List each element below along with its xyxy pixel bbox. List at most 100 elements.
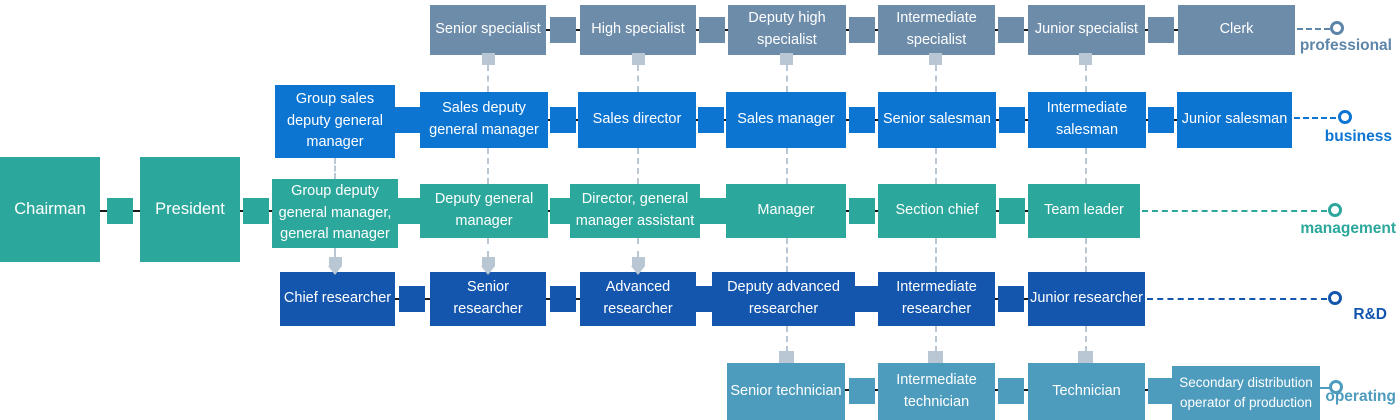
row-connector-square <box>998 286 1024 312</box>
inter-row-link <box>487 65 489 92</box>
row-connector-square <box>849 107 875 133</box>
link-cap-square <box>482 257 495 266</box>
link-cap-square <box>929 53 942 65</box>
role-box-senior-specialist: Senior specialist <box>430 5 546 55</box>
row-connector-square <box>853 286 879 312</box>
inter-row-link <box>1085 326 1087 352</box>
role-box-senior-technician: Senior technician <box>727 363 845 420</box>
link-cap-square <box>780 53 793 65</box>
inter-row-link <box>334 158 336 179</box>
role-box-intermediate-salesman: Intermediate salesman <box>1028 92 1146 148</box>
inter-row-link <box>334 248 336 257</box>
track-terminator-line <box>1297 28 1330 30</box>
row-connector-square <box>1148 107 1174 133</box>
role-box-chairman: Chairman <box>0 157 100 262</box>
link-cap-square <box>928 351 943 363</box>
inter-row-link <box>786 148 788 184</box>
link-cap-square <box>482 53 495 65</box>
track-terminator-circle <box>1330 21 1344 35</box>
inter-row-link <box>935 238 937 272</box>
track-terminator-line <box>1320 387 1332 389</box>
role-box-group-sales-deputy-gm: Group sales deputy general manager <box>275 85 395 158</box>
row-connector-square <box>849 378 875 404</box>
row-connector-square <box>1148 17 1174 43</box>
track-label-operating: operating <box>1325 388 1396 405</box>
inter-row-link <box>786 238 788 272</box>
role-box-high-specialist: High specialist <box>580 5 696 55</box>
inter-row-link <box>487 238 489 257</box>
role-box-secondary-distribution-operator: Secondary distribution operator of produ… <box>1172 366 1320 420</box>
row-connector-square <box>1148 378 1174 404</box>
role-box-manager: Manager <box>726 184 846 238</box>
row-connector-square <box>999 198 1025 224</box>
link-arrow-down <box>328 266 342 275</box>
role-box-junior-salesman: Junior salesman <box>1177 92 1292 148</box>
inter-row-link <box>487 148 489 184</box>
role-box-director-gm-assistant: Director, general manager assistant <box>570 184 700 238</box>
role-box-sales-deputy-gm: Sales deputy general manager <box>420 92 548 148</box>
row-connector-square <box>243 198 269 224</box>
track-label-rnd: R&D <box>1353 306 1387 323</box>
track-terminator-line <box>1147 298 1327 300</box>
track-terminator-circle <box>1328 203 1342 217</box>
role-box-intermediate-technician: Intermediate technician <box>878 363 995 420</box>
role-box-advanced-researcher: Advanced researcher <box>580 272 696 326</box>
track-terminator-circle <box>1328 291 1342 305</box>
row-connector-square <box>699 17 725 43</box>
row-connector-square <box>849 17 875 43</box>
track-label-management: management <box>1300 220 1396 237</box>
track-terminator-line <box>1142 210 1327 212</box>
row-connector-square <box>700 198 726 224</box>
track-label-professional: professional <box>1299 37 1392 54</box>
row-connector-square <box>107 198 133 224</box>
row-connector-square <box>999 107 1025 133</box>
link-arrow-down <box>631 266 645 275</box>
row-connector-square <box>550 17 576 43</box>
role-box-technician: Technician <box>1028 363 1145 420</box>
inter-row-link <box>1085 65 1087 92</box>
row-connector-square <box>396 198 422 224</box>
role-box-clerk: Clerk <box>1178 5 1295 55</box>
row-connector-square <box>998 378 1024 404</box>
role-box-intermediate-specialist: Intermediate specialist <box>878 5 995 55</box>
role-box-intermediate-researcher: Intermediate researcher <box>878 272 995 326</box>
role-box-senior-researcher: Senior researcher <box>430 272 546 326</box>
row-connector-square <box>399 286 425 312</box>
role-box-junior-specialist: Junior specialist <box>1028 5 1145 55</box>
track-terminator-line <box>1294 117 1336 119</box>
inter-row-link <box>935 326 937 352</box>
role-box-sales-director: Sales director <box>578 92 696 148</box>
link-cap-square <box>1079 53 1092 65</box>
role-box-junior-researcher: Junior researcher <box>1028 272 1145 326</box>
row-connector-square <box>550 107 576 133</box>
inter-row-link <box>935 148 937 184</box>
row-connector-square <box>394 107 420 133</box>
link-cap-square <box>779 351 794 363</box>
track-terminator-circle <box>1338 110 1352 124</box>
inter-row-link <box>637 148 639 184</box>
link-arrow-down <box>481 266 495 275</box>
role-box-section-chief: Section chief <box>878 184 996 238</box>
inter-row-link <box>1085 148 1087 184</box>
inter-row-link <box>786 326 788 352</box>
role-box-president: President <box>140 157 240 262</box>
role-box-deputy-high-specialist: Deputy high specialist <box>728 5 846 55</box>
link-cap-square <box>632 53 645 65</box>
inter-row-link <box>637 65 639 92</box>
row-connector-square <box>849 198 875 224</box>
track-label-business: business <box>1324 128 1392 145</box>
row-connector-square <box>698 107 724 133</box>
inter-row-link <box>786 65 788 92</box>
role-box-senior-salesman: Senior salesman <box>878 92 996 148</box>
row-connector-square <box>998 17 1024 43</box>
link-cap-square <box>329 257 342 266</box>
inter-row-link <box>1085 238 1087 272</box>
track-terminator-circle <box>1329 380 1343 394</box>
role-box-deputy-general-manager: Deputy general manager <box>420 184 548 238</box>
role-box-deputy-advanced-researcher: Deputy advanced researcher <box>712 272 855 326</box>
role-box-sales-manager: Sales manager <box>726 92 846 148</box>
inter-row-link <box>637 238 639 257</box>
inter-row-link <box>935 65 937 92</box>
link-cap-square <box>1078 351 1093 363</box>
